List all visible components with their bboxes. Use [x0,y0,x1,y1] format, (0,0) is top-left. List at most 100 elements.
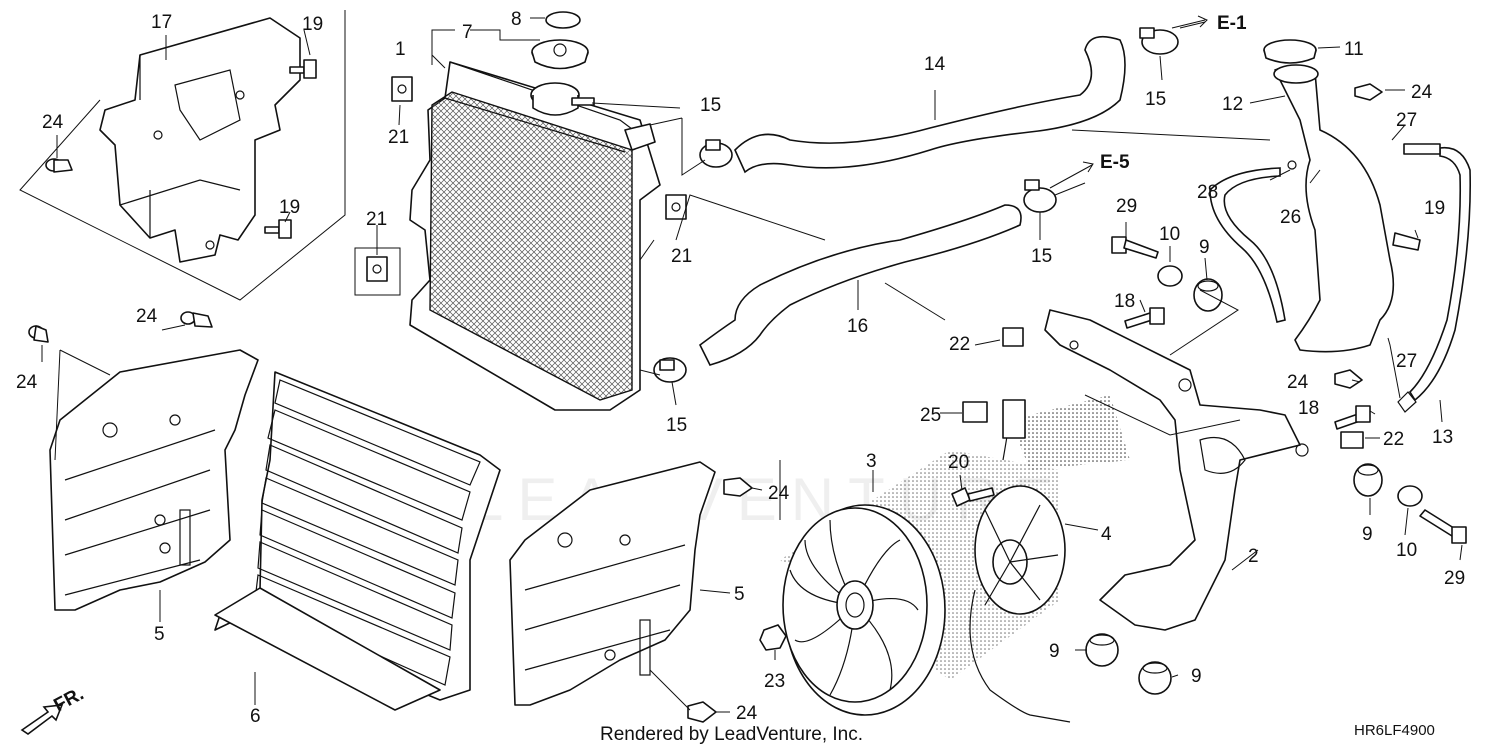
connector-25 [962,401,988,423]
clamp-15-e5 [1023,179,1057,213]
part-5-side-cover-left [49,349,259,611]
callout-2: 2 [1248,546,1259,567]
clip-24-left-top [45,158,73,173]
callout-14: 14 [924,54,946,75]
clip-21-c [665,194,687,220]
clip-27-b [1397,391,1417,413]
bolt-19-lower [264,219,292,239]
clip-24-e [687,701,717,723]
clip-24-b [180,311,213,328]
callout-21-c: 21 [671,246,692,267]
collar-10-a [1157,265,1183,287]
grommet-9-b [1353,463,1383,497]
diagram-code: HR6LF4900 [1354,722,1435,739]
bolt-29-b [1419,509,1467,544]
nut-23 [759,624,787,651]
callout-16: 16 [847,316,868,337]
bolt-18-a [1124,307,1165,329]
callout-1: 1 [395,39,406,60]
callout-17: 17 [151,12,172,33]
part-28-overflow-hose [1209,167,1286,323]
part-6-grille [214,371,501,711]
connector-plug [1002,399,1026,439]
callout-21-b: 21 [366,209,387,230]
callout-9-d: 9 [1191,666,1202,687]
callout-29-a: 29 [1116,196,1137,217]
callout-24-d: 24 [768,483,790,504]
callout-19-b: 19 [279,197,300,218]
callout-18-a: 18 [1114,291,1135,312]
ref-e5: E-5 [1100,152,1130,173]
grommet-9-d [1138,661,1172,695]
callout-18-b: 18 [1298,398,1319,419]
callout-15-b: 15 [1145,89,1166,110]
bolt-18-b [1334,405,1371,430]
callout-23: 23 [764,671,785,692]
clip-24-d [723,477,753,497]
callout-11: 11 [1344,39,1364,60]
bolt-20 [951,487,995,507]
callout-9-a: 9 [1199,237,1210,258]
credit-text: Rendered by LeadVenture, Inc. [600,724,863,745]
callout-15-a: 15 [700,95,721,116]
part-4-fan-motor [969,399,1071,723]
callout-7: 7 [462,22,473,43]
ref-e1: E-1 [1217,13,1247,34]
callout-29-b: 29 [1444,568,1465,589]
part-17-bracket [99,17,301,263]
callout-9-b: 9 [1362,524,1373,545]
callout-19-c: 19 [1424,198,1445,219]
collar-10-b [1397,485,1423,507]
clip-24-g [1334,369,1363,389]
callout-28: 28 [1197,182,1218,203]
callout-10-b: 10 [1396,540,1417,561]
e1-arrow [1171,15,1208,29]
callout-27-b: 27 [1396,351,1417,372]
bolt-19-top [289,59,317,79]
callout-26: 26 [1280,207,1301,228]
grommet-9-c [1085,633,1119,667]
part-2-fan-shroud [1010,309,1309,631]
clip-24-c [28,325,49,343]
nut-22-b [1340,431,1364,449]
callout-8: 8 [511,9,522,30]
callout-22-b: 22 [1383,429,1404,450]
callout-21-a: 21 [388,127,409,148]
callout-5-right: 5 [734,584,745,605]
part-12-reservoir-tank [1273,64,1421,353]
callout-12: 12 [1222,94,1243,115]
callout-24-c: 24 [16,372,38,393]
part-7-radiator-cap [531,39,589,70]
nut-22-a [1002,327,1024,347]
callout-25: 25 [920,405,941,426]
clip-21-box [354,247,401,296]
clip-21-b [366,256,388,282]
part-1-radiator [409,61,661,411]
callout-5-left: 5 [154,624,165,645]
callout-3: 3 [866,451,877,472]
part-8-oring [545,11,581,29]
clip-21-a [391,76,413,102]
callout-15-c: 15 [1031,246,1052,267]
callout-15-d: 15 [666,415,687,436]
part-27-clip-top [1403,143,1441,155]
bolt-29-a [1111,236,1159,259]
part-14-upper-hose [734,35,1126,174]
part-5-side-cover-right [509,461,716,706]
clamp-15-lower [653,357,687,383]
clip-26 [1287,160,1297,170]
callout-19-a: 19 [302,14,323,35]
callout-24-f: 24 [1411,82,1433,103]
front-arrow-icon [20,704,64,735]
callout-4: 4 [1101,524,1112,545]
callout-24-b: 24 [136,306,158,327]
callout-9-c: 9 [1049,641,1060,662]
part-16-lower-hose [698,204,1022,366]
callout-27-a: 27 [1396,110,1417,131]
part-13-breather-hose [1408,146,1471,402]
callout-13: 13 [1432,427,1453,448]
grommet-9-a [1193,278,1223,312]
e5-arrow [1049,161,1094,189]
callout-20: 20 [948,452,969,473]
callout-labels: 1 2 3 4 5 5 6 7 8 9 9 9 9 10 10 11 12 13… [16,9,1465,727]
